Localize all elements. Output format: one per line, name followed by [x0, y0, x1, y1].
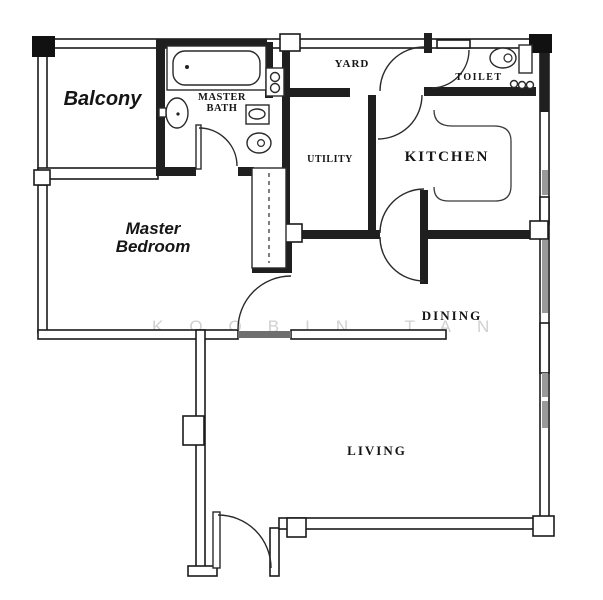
- wall-segment: [284, 230, 292, 272]
- heater-knob: [269, 71, 281, 83]
- wall-segment: [238, 167, 254, 176]
- entry-door-leaf: [212, 511, 221, 569]
- window-glass: [542, 401, 548, 428]
- toilet-door-arc: [430, 49, 470, 89]
- bathtub-inner: [172, 50, 261, 86]
- bedroom-door-arc: [237, 275, 292, 330]
- wardrobe: [251, 167, 287, 269]
- columns: [32, 33, 555, 538]
- column: [279, 33, 301, 52]
- kitchen-door-arc-up: [379, 188, 425, 234]
- wall-segment: [187, 565, 218, 577]
- kitchen-counter: [433, 109, 512, 202]
- master-bath-line2: BATH: [206, 103, 238, 115]
- yard-door-arc-up: [379, 46, 425, 92]
- service-shaft-heater: [265, 67, 285, 97]
- column: [33, 169, 51, 186]
- window-frame: [539, 196, 550, 225]
- column-top-right: [529, 34, 552, 53]
- wall-segment: [282, 50, 290, 230]
- room-label-master-bath: MASTER BATH: [190, 92, 254, 115]
- doors: [195, 46, 470, 569]
- column-top-left: [32, 36, 55, 57]
- wall-segment: [288, 88, 350, 97]
- toilet-wc: [489, 44, 533, 74]
- wall-segment: [424, 87, 536, 96]
- room-label-dining: DINING: [421, 308, 483, 323]
- exterior-walls: [37, 36, 550, 577]
- column: [286, 517, 307, 538]
- fixtures: [158, 44, 535, 202]
- bathtub: [166, 45, 267, 91]
- column: [182, 415, 205, 446]
- wall-segment: [372, 230, 380, 239]
- master-bath-line1: MASTER: [198, 92, 246, 103]
- room-label-living: LIVING: [347, 443, 407, 458]
- wc-bowl: [489, 47, 517, 69]
- wall-segment: [424, 33, 432, 53]
- master-bedroom-line1: Master: [125, 219, 181, 238]
- column: [529, 220, 549, 240]
- wall-segment: [156, 39, 267, 48]
- wall-segment: [269, 527, 280, 577]
- column: [284, 223, 303, 243]
- window-glass: [542, 240, 548, 313]
- window-frame: [539, 322, 550, 374]
- sink-tap: [158, 107, 167, 118]
- room-label-master-bedroom: Master Bedroom: [93, 219, 213, 257]
- wall-segment: [37, 329, 239, 340]
- wall-segment: [37, 184, 48, 334]
- wc-tank: [518, 44, 533, 74]
- master-bedroom-line2: Bedroom: [115, 237, 191, 257]
- knob: [509, 79, 519, 89]
- bath-door-leaf: [195, 124, 202, 170]
- master-bath-wc: [245, 104, 272, 154]
- sink-drain: [176, 112, 180, 116]
- room-label-yard: YARD: [334, 58, 370, 70]
- wc-bowl-inner: [503, 53, 513, 63]
- room-label-utility: UTILITY: [307, 154, 353, 165]
- kitchen-door-arc-down: [379, 236, 425, 282]
- column-bottom-right: [532, 515, 555, 537]
- window-frame: [436, 39, 471, 49]
- wall-segment: [195, 329, 206, 571]
- toilet-vanity-knobs: [509, 79, 535, 90]
- bedroom-door-threshold: [238, 331, 291, 338]
- wall-segment: [426, 230, 532, 239]
- entry-door-arc: [217, 514, 272, 569]
- yard-door-arc-down: [377, 94, 423, 140]
- heater-knob: [269, 82, 281, 94]
- wall-segment-dining-divider: [290, 329, 447, 340]
- wc-tank-lid: [248, 108, 266, 120]
- room-label-balcony: Balcony: [63, 88, 142, 110]
- wall-segment: [298, 230, 372, 239]
- window-glass: [542, 373, 548, 397]
- wc-bowl-inner: [257, 139, 266, 148]
- wall-segment: [540, 50, 549, 112]
- wall-segment: [368, 95, 376, 235]
- kitchen-door-leaf: [420, 190, 428, 284]
- bath-door-arc: [198, 127, 238, 167]
- wc-bowl: [246, 132, 272, 154]
- wall-segment: [278, 517, 538, 530]
- room-label-kitchen: KITCHEN: [404, 149, 490, 165]
- bathtub-drain: [185, 65, 189, 69]
- master-bath-sink: [158, 97, 189, 129]
- wall-segment: [156, 167, 196, 176]
- knob: [517, 80, 527, 90]
- balcony-parapet: [37, 167, 159, 180]
- window-glass: [542, 170, 548, 195]
- knob: [525, 80, 535, 90]
- room-label-toilet: TOILET: [455, 72, 503, 83]
